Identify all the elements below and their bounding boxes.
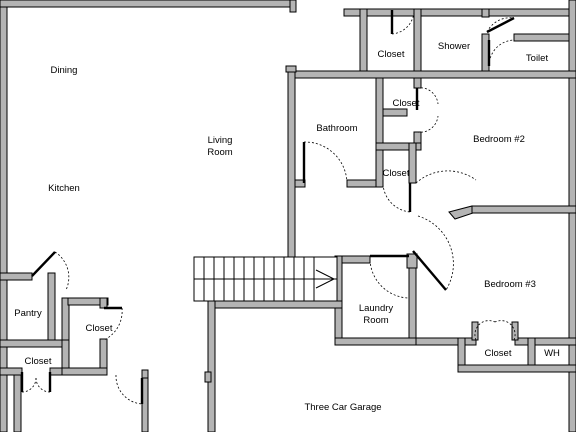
label-wh: WH [544,348,560,359]
label-closet-top: Closet [378,49,405,60]
wall-laundry-east [408,255,417,346]
wall-bedroom3-south-left [415,337,477,346]
label-closet-kitchen: Closet [86,323,113,334]
label-closet-bath-upper: Closet [393,98,420,109]
wall-toilet-top [513,33,570,42]
wall-hall-top [287,70,576,79]
label-garage: Three Car Garage [304,402,381,413]
wall-right-exterior [568,0,576,432]
label-closet-bath-lower: Closet [383,168,410,179]
room-labels: Dining Kitchen Living Room Pantry Closet… [14,41,560,413]
label-living-1: Living [208,135,233,146]
wall-closet-bath-bottom [375,142,422,151]
label-laundry-2: Room [363,315,388,326]
wall-pantry-top [0,272,33,281]
wall-kitchen-closet-top [67,297,109,306]
wall-laundry-top [339,255,371,264]
wall-garage-west [207,300,216,432]
wall-bedroom2-south [471,205,576,214]
door-shower [486,16,515,34]
wall-top-left [0,0,291,8]
wall-bathroom-east [375,77,384,188]
wall-closet-wh-bottom [457,364,576,373]
label-bathroom: Bathroom [316,123,357,134]
staircase [193,256,338,302]
wall-lower-left-closet-bottom [0,367,23,376]
doors [20,10,516,405]
wall-shower-toilet-upper [481,8,490,18]
wall-bathroom-south [346,179,381,188]
wall-living-east-cap [285,65,297,73]
door-pantry [31,251,56,277]
label-laundry-1: Laundry [359,303,394,314]
label-closet-bedroom3: Closet [485,348,512,359]
label-shower: Shower [438,41,470,52]
wall-pantry-east [47,272,56,347]
wall-left-exterior [0,0,8,432]
door-bedroom3 [412,250,447,291]
label-bedroom-2: Bedroom #2 [473,134,525,145]
wall-kitchen-closet-east [99,297,108,309]
wall-pantry-bottom [0,339,70,348]
wall-closet-bath-lower-east [408,142,417,184]
label-closet-lower-left: Closet [25,356,52,367]
wall-hall-east-cap [141,369,149,379]
wall-kitchen-hall-bottom [61,367,108,376]
label-kitchen: Kitchen [48,183,80,194]
label-toilet: Toilet [526,53,549,64]
wall-closet-shower [413,8,422,76]
label-pantry: Pantry [14,308,42,319]
wall-closet-bath-mid [382,108,408,117]
wall-bathroom-west-stub [294,179,306,188]
wall-closet-bath-east-top [413,77,422,89]
label-bedroom-3: Bedroom #3 [484,279,536,290]
label-living-2: Room [207,147,232,158]
wall-living-east [287,70,296,262]
wall-top-stub [289,0,297,13]
label-dining: Dining [51,65,78,76]
stair-arrow [315,269,336,289]
wall-garage-top [207,300,343,309]
wall-top-right [343,8,576,17]
wall-left-closet-stub-l [13,374,22,432]
wall-laundry-east-cap [406,253,418,269]
wall-garage-west-cap [204,371,212,383]
wall-bedroom3-south-right [514,337,576,346]
wall-closet-top-left [359,8,368,76]
